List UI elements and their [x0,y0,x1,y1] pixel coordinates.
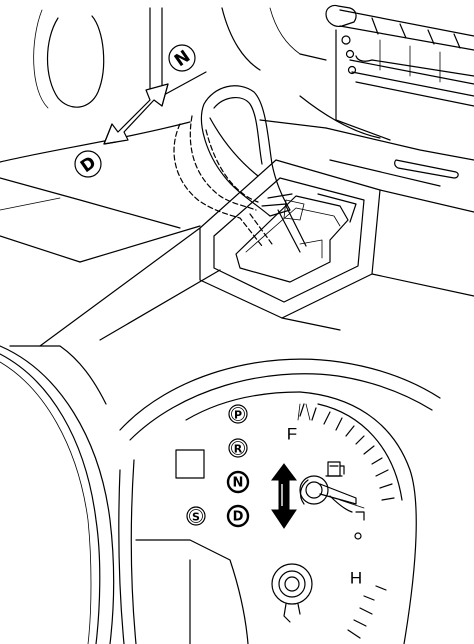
shift-indicator-n: N [226,470,250,494]
cluster-ring-outer [119,358,441,431]
shift-indicator-r: R [228,438,248,458]
n-letter-lower: N [233,476,244,491]
lever-ghost-position [173,123,263,247]
shift-lever-shaft [277,209,301,253]
shift-indicator-d: D [226,504,250,528]
audio-panel [299,4,474,141]
r-letter: R [234,443,243,456]
dash-lower-edge [0,121,191,163]
dashboard-pillar [149,7,163,97]
shift-knob [200,85,293,217]
fuel-gauge-ticks [297,403,395,521]
shift-label-d-upper: D [74,150,102,178]
p-letter: P [234,409,242,422]
upper-console-view: D N [0,4,474,347]
indicator-dot [354,532,362,540]
d-letter-lower: D [233,510,244,525]
left-gauge-ring-outer [0,353,101,644]
fuel-needle-hub [299,475,365,513]
s-letter: S [192,511,200,524]
temp-needle-hub [271,563,313,623]
shift-label-n-upper: N [168,44,196,72]
lower-cluster-view: F H P R N D S [0,345,441,644]
vertical-double-arrow [271,463,297,529]
shift-gate-plate [199,159,381,319]
temp-gauge-ticks [347,585,387,639]
warning-light-square [175,449,205,479]
temp-hot-label: H [350,569,362,588]
dashboard-oval [46,15,105,108]
fuel-pump-icon [325,461,345,477]
shift-indicator-p: P [228,404,248,424]
shift-indicator-s: S [186,506,206,526]
fuel-full-label: F [287,425,297,444]
